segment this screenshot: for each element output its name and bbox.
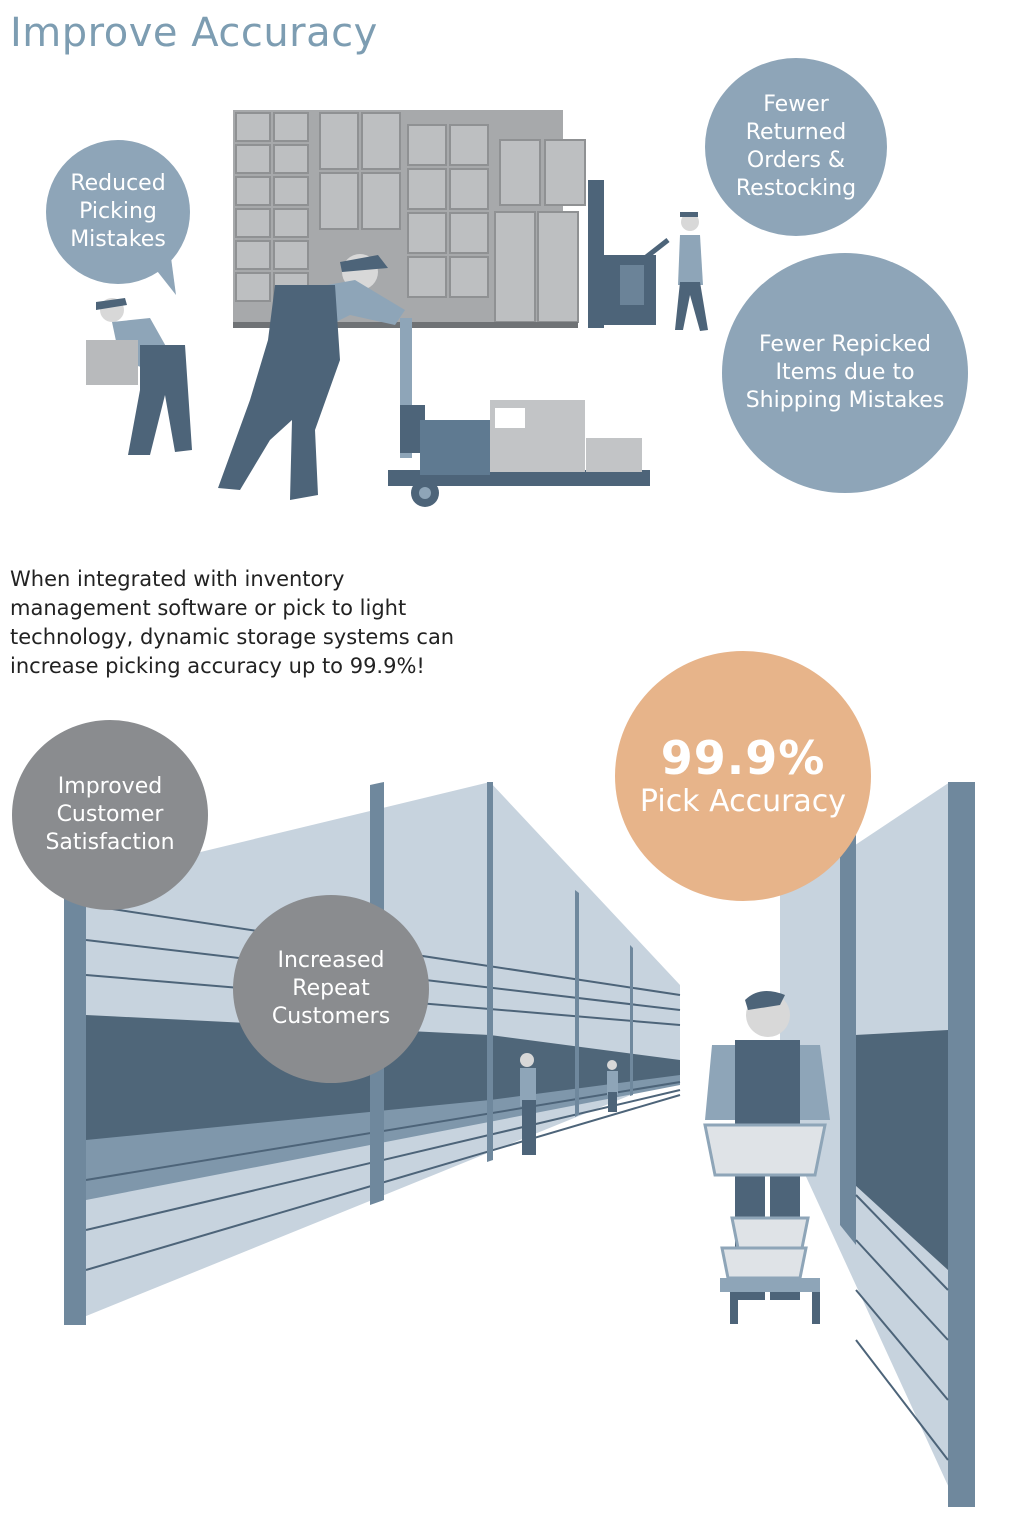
accuracy-label: Pick Accuracy [639,784,847,819]
increased-repeat-text: Increased Repeat Customers [271,948,391,1029]
improved-satisfaction-bubble: Improved Customer Satisfaction [12,720,208,910]
reduced-picking-text: Reduced Picking Mistakes [70,171,166,252]
pallet-stacker [588,180,670,328]
right-shelving [780,782,975,1507]
pallet-stack [233,110,586,328]
accuracy-value: 99.9% [660,731,826,785]
increased-repeat-bubble: Increased Repeat Customers [233,895,429,1083]
page-title: Improve Accuracy [10,10,378,56]
intro-paragraph: When integrated with inventory managemen… [10,567,455,678]
fewer-repicked-text: Fewer Repicked Items due to Shipping Mis… [745,332,945,413]
fewer-returned-text: Fewer Returned Orders & Restocking [735,92,857,201]
accuracy-bubble: 99.9% Pick Accuracy [615,651,871,901]
improved-satisfaction-text: Improved Customer Satisfaction [45,774,175,855]
worker-stacker [675,212,708,331]
reduced-picking-bubble: Reduced Picking Mistakes [46,140,190,284]
aisle-workers [520,1053,618,1155]
fewer-returned-bubble: Fewer Returned Orders & Restocking [705,58,887,236]
worker-with-cart [703,991,830,1324]
worker-pushing-jack [218,254,650,507]
fewer-repicked-bubble: Fewer Repicked Items due to Shipping Mis… [722,253,968,493]
worker-carrying-box [86,298,192,455]
